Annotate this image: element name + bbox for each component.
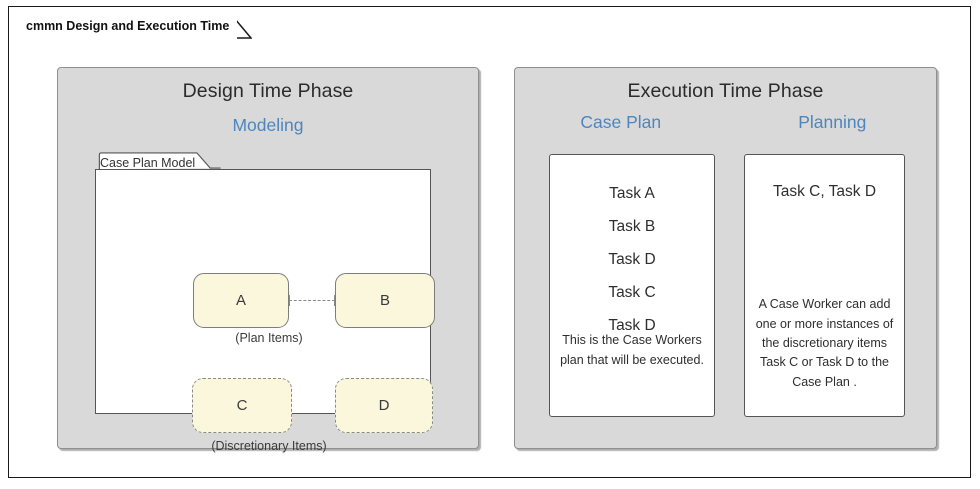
- execution-time-phase-panel: Execution Time Phase Case Plan Planning …: [514, 67, 937, 449]
- discretionary-item-task-d-label: D: [378, 397, 390, 414]
- planning-column-heading-cell: Planning: [727, 112, 939, 133]
- planning-card-title: Task C, Task D: [772, 183, 877, 200]
- discretionary-item-task-c[interactable]: C: [192, 378, 292, 433]
- plan-item-task-a[interactable]: A: [193, 273, 289, 328]
- plan-item-task-a-label: A: [235, 292, 246, 309]
- discretionary-item-task-d[interactable]: D: [335, 378, 433, 433]
- case-plan-column-heading-cell: Case Plan: [515, 112, 727, 133]
- list-item: Task D: [608, 316, 656, 334]
- modeling-label: Modeling: [232, 115, 304, 135]
- plan-items-caption: (Plan Items): [235, 331, 303, 345]
- case-plan-task-list: Task A Task B Task D Task C Task D: [550, 155, 714, 342]
- case-plan-heading: Case Plan: [580, 112, 662, 132]
- diagram-title: cmmn Design and Execution Time: [26, 19, 230, 33]
- discretionary-item-task-c-label: C: [236, 397, 248, 414]
- plan-item-task-b[interactable]: B: [335, 273, 435, 328]
- diagram-title-tab[interactable]: cmmn Design and Execution Time: [17, 13, 252, 39]
- design-time-phase-panel: Design Time Phase Modeling Case Plan Mod…: [57, 67, 479, 453]
- case-plan-card: Task A Task B Task D Task C Task D This …: [549, 154, 715, 417]
- case-plan-model-name: Case Plan Model: [100, 156, 196, 170]
- execution-column-headings: Case Plan Planning: [515, 112, 938, 133]
- case-plan-note: This is the Case Workers plan that will …: [560, 333, 704, 367]
- planning-note: A Case Worker can add one or more instan…: [755, 297, 894, 389]
- list-item: Task A: [609, 184, 655, 202]
- design-phase-title: Design Time Phase: [182, 80, 354, 102]
- planning-heading: Planning: [798, 112, 867, 132]
- plan-items-connector: [289, 300, 335, 302]
- list-item: Task B: [608, 217, 656, 235]
- list-item: Task C: [608, 283, 656, 301]
- list-item: Task D: [608, 250, 656, 268]
- case-plan-model-tab-icon: [98, 152, 221, 170]
- planning-card: Task C, Task D A Case Worker can add one…: [744, 154, 905, 417]
- diagram-frame: cmmn Design and Execution Time Design Ti…: [8, 6, 971, 478]
- plan-item-task-b-label: B: [379, 292, 390, 309]
- execution-phase-title: Execution Time Phase: [627, 80, 824, 102]
- connector-endpoint-right: [334, 295, 335, 306]
- discretionary-items-caption: (Discretionary Items): [211, 439, 327, 453]
